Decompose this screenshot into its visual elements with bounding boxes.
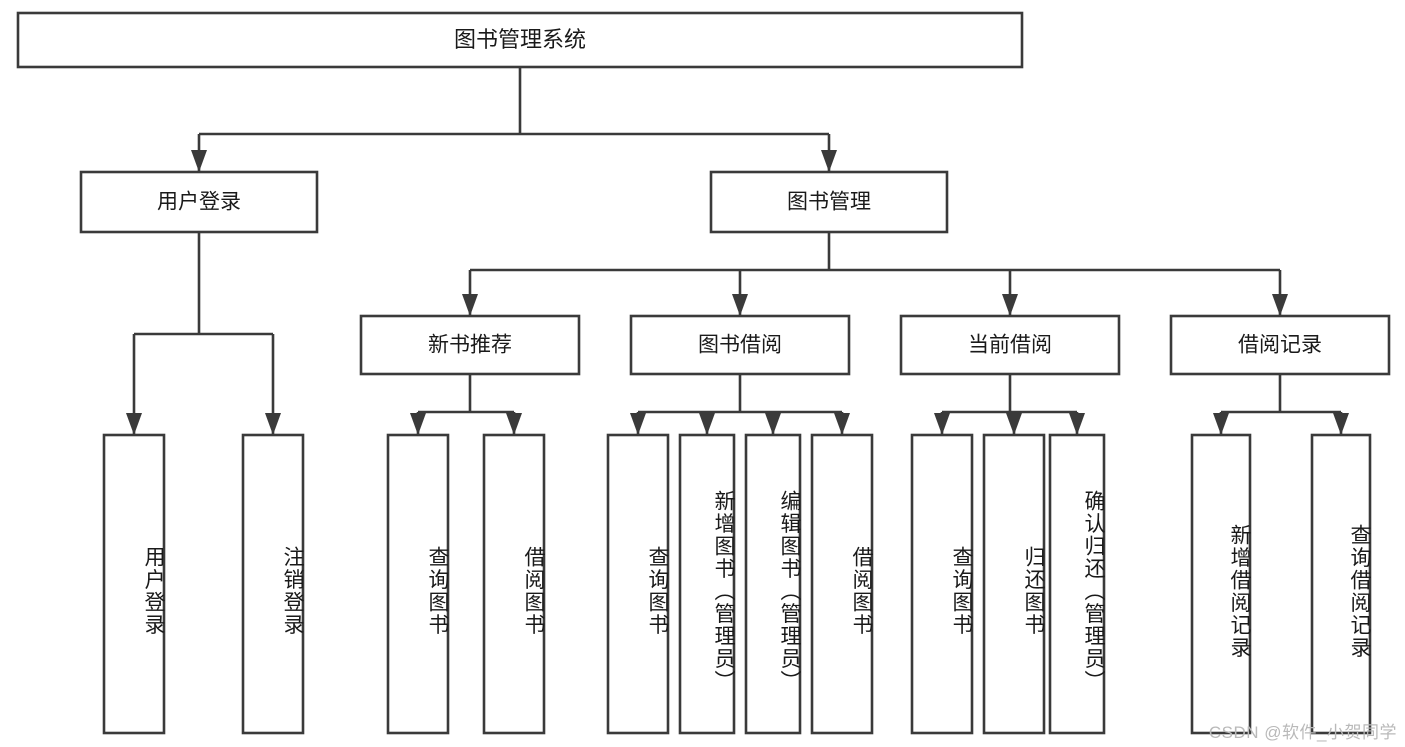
arrow-head-icon xyxy=(765,413,781,435)
arrow-head-icon xyxy=(191,150,207,172)
node-level3-box-3[interactable] xyxy=(1169,314,1391,376)
node-root-box[interactable] xyxy=(16,11,1024,69)
box-layer xyxy=(16,11,1391,735)
arrow-head-icon xyxy=(1213,413,1229,435)
node-level3-box-1[interactable] xyxy=(629,314,851,376)
node-leaf-box-8[interactable] xyxy=(910,433,974,735)
node-leaf-box-0[interactable] xyxy=(102,433,166,735)
node-leaf-box-7[interactable] xyxy=(810,433,874,735)
arrow-head-icon xyxy=(126,413,142,435)
arrow-head-icon xyxy=(1006,413,1022,435)
node-leaf-box-5[interactable] xyxy=(678,433,736,735)
node-level3-label-1: 图书借阅 xyxy=(698,334,782,357)
arrow-head-icon xyxy=(1069,413,1085,435)
arrow-head-icon xyxy=(732,294,748,316)
arrow-head-icon xyxy=(265,413,281,435)
arrow-head-icon xyxy=(462,294,478,316)
arrow-head-icon xyxy=(934,413,950,435)
arrow-head-icon xyxy=(834,413,850,435)
node-level3-box-2[interactable] xyxy=(899,314,1121,376)
arrow-head-icon xyxy=(699,413,715,435)
node-level3-label-0: 新书推荐 xyxy=(428,334,512,357)
node-level2-label-1: 图书管理 xyxy=(787,191,871,214)
connector-layer xyxy=(126,67,1349,435)
node-level3-label-2: 当前借阅 xyxy=(968,334,1052,357)
node-level2-label-0: 用户登录 xyxy=(157,191,241,214)
arrow-head-icon xyxy=(821,150,837,172)
arrow-head-icon xyxy=(410,413,426,435)
node-leaf-box-9[interactable] xyxy=(982,433,1046,735)
node-leaf-box-4[interactable] xyxy=(606,433,670,735)
arrow-head-icon xyxy=(630,413,646,435)
node-level2-box-0[interactable] xyxy=(79,170,319,234)
node-leaf-box-6[interactable] xyxy=(744,433,802,735)
node-leaf-box-12[interactable] xyxy=(1310,433,1372,735)
node-leaf-box-3[interactable] xyxy=(482,433,546,735)
arrow-head-icon xyxy=(1002,294,1018,316)
node-level2-box-1[interactable] xyxy=(709,170,949,234)
node-leaf-box-2[interactable] xyxy=(386,433,450,735)
node-leaf-box-11[interactable] xyxy=(1190,433,1252,735)
node-root-label: 图书管理系统 xyxy=(454,27,586,52)
node-leaf-box-1[interactable] xyxy=(241,433,305,735)
arrow-head-icon xyxy=(1333,413,1349,435)
arrow-head-icon xyxy=(506,413,522,435)
watermark-text: CSDN @软件_小贺同学 xyxy=(1208,723,1397,742)
arrow-head-icon xyxy=(1272,294,1288,316)
node-level3-label-3: 借阅记录 xyxy=(1238,334,1322,357)
node-level3-box-0[interactable] xyxy=(359,314,581,376)
node-leaf-box-10[interactable] xyxy=(1048,433,1106,735)
